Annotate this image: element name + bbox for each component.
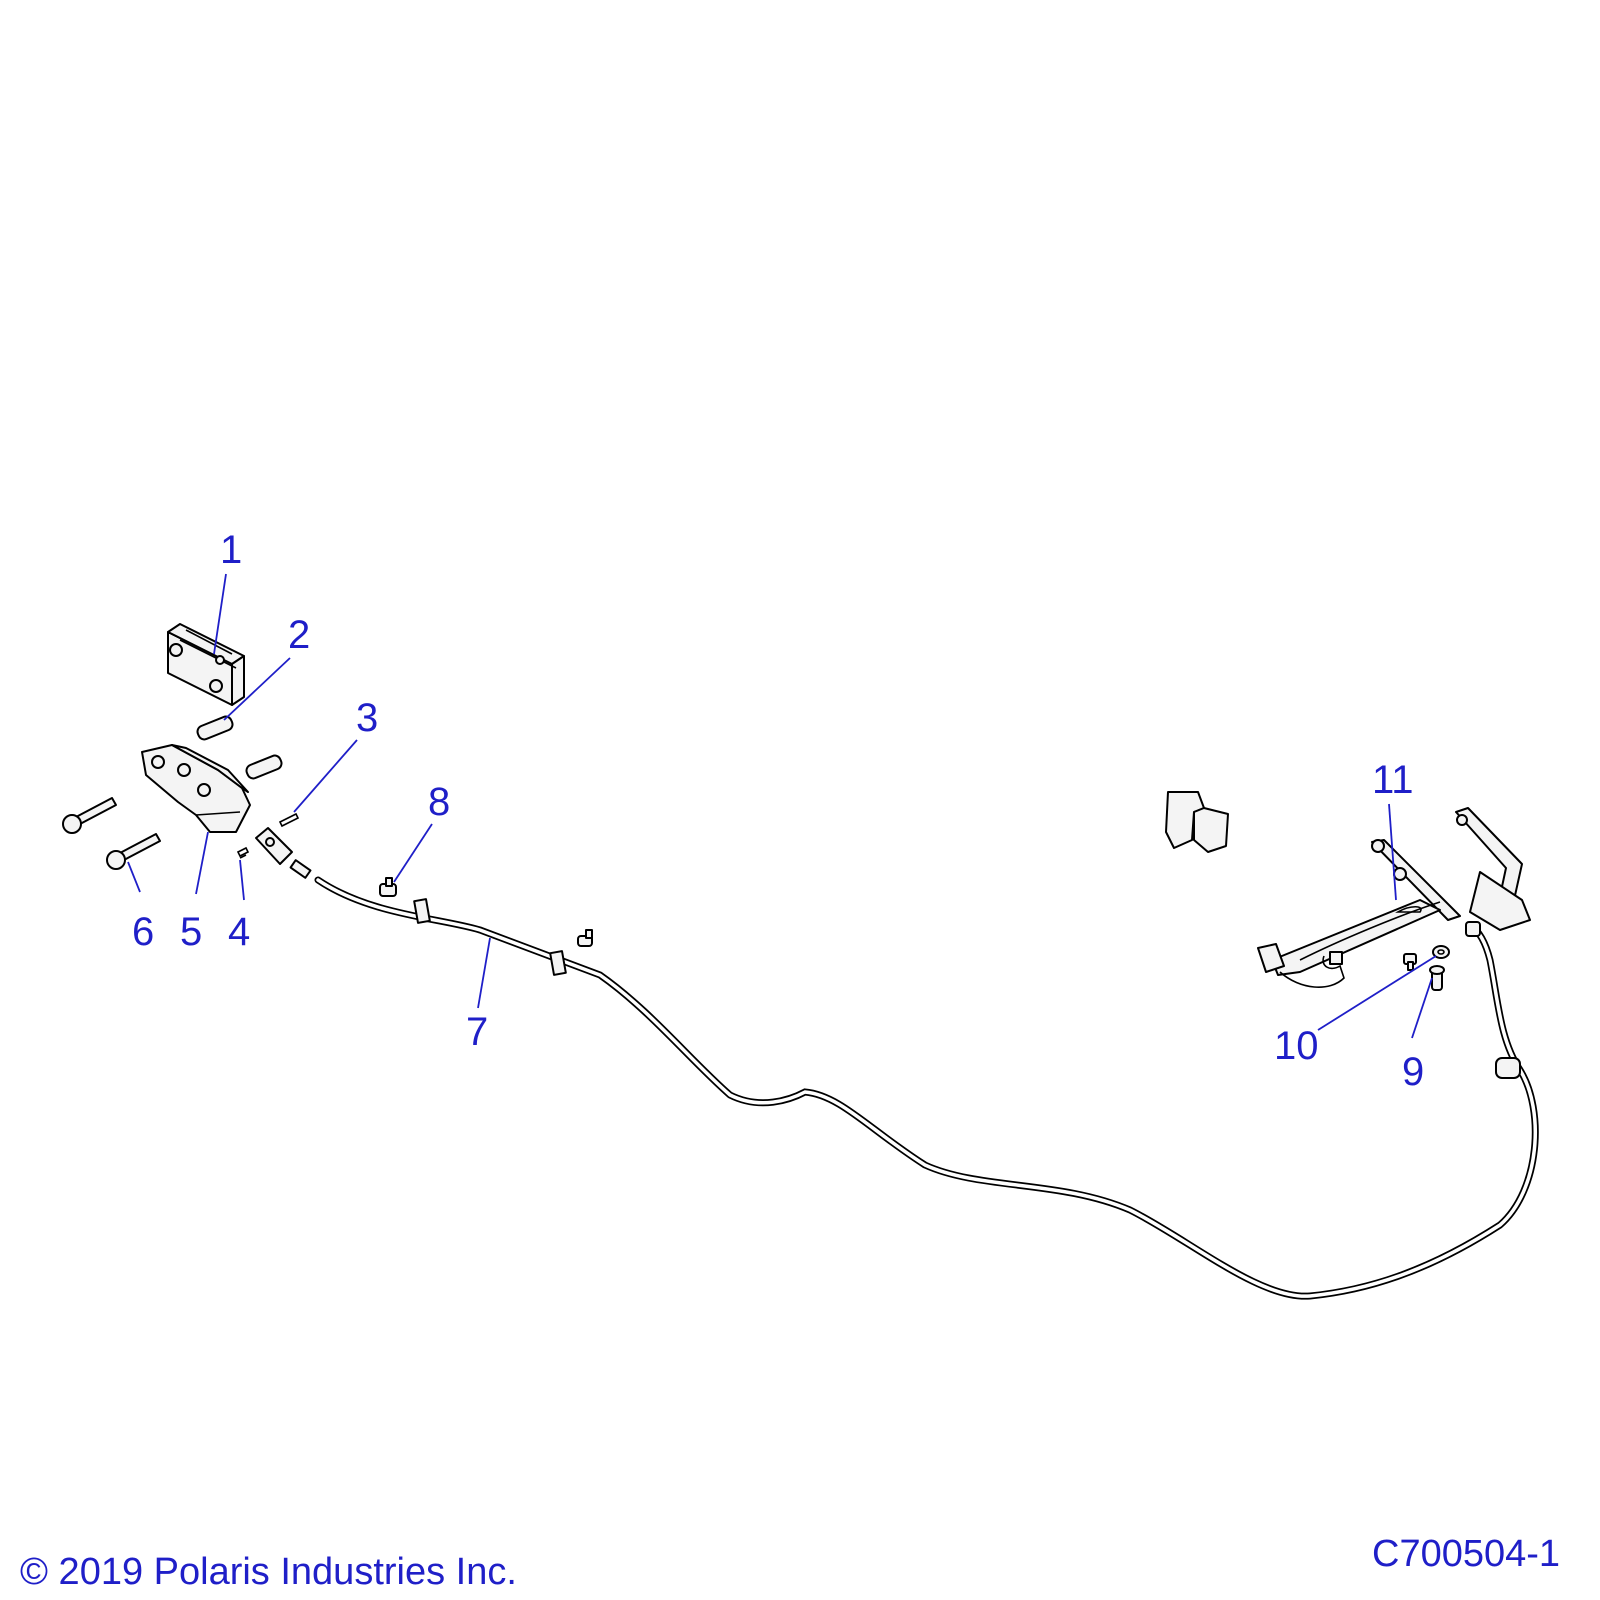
callout-5: 5 — [180, 910, 203, 954]
brake-cable — [314, 876, 1539, 1300]
washer-and-bolt — [1403, 945, 1450, 971]
callout-2: 2 — [288, 613, 311, 657]
callout-11: 11 — [1372, 758, 1414, 802]
mounting-bolts — [62, 797, 161, 870]
callout-4: 4 — [228, 910, 251, 954]
cable-clip-bolts — [379, 877, 593, 947]
fastener-bolt — [1429, 965, 1445, 991]
callout-6: 6 — [132, 910, 155, 954]
callout-10: 10 — [1274, 1024, 1319, 1068]
brake-pad-set — [167, 623, 245, 706]
cable-clevis — [255, 827, 312, 879]
lever-clip — [1165, 791, 1229, 853]
caliper-bracket — [141, 744, 251, 833]
callout-8: 8 — [428, 780, 451, 824]
caliper-pins — [196, 715, 283, 780]
callout-9: 9 — [1402, 1050, 1425, 1094]
callout-1: 1 — [220, 528, 243, 572]
retaining-clip — [236, 846, 250, 859]
parking-brake-lever — [1257, 807, 1531, 988]
cotter-pin — [278, 812, 300, 828]
callout-3: 3 — [356, 696, 379, 740]
callout-7: 7 — [466, 1010, 489, 1054]
callout-leaders — [127, 573, 1437, 1039]
figure-id: C700504-1 — [1372, 1533, 1561, 1575]
copyright-text: © 2019 Polaris Industries Inc. — [20, 1551, 517, 1593]
